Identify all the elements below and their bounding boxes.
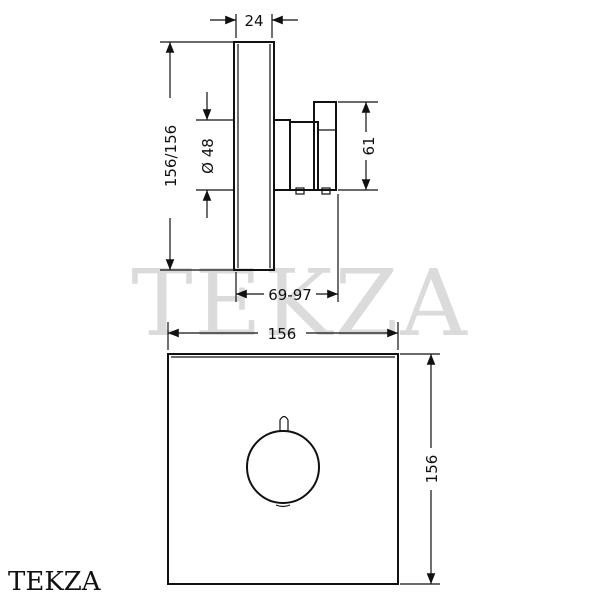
watermark-text: TEKZA [131,250,469,357]
dim-top-depth: 24 [244,12,263,30]
dim-side-height: 156/156 [162,125,180,187]
dim-handle-height: 61 [360,136,378,155]
dim-front-height: 156 [423,455,441,484]
side-view: 24 156/156 Ø 48 61 69-97 [160,12,378,304]
front-view: 156 156 [167,322,441,585]
dim-front-width: 156 [268,325,297,343]
dim-diameter: Ø 48 [199,138,217,174]
side-body [274,119,291,191]
side-plate [233,41,275,271]
dim-depth-range: 69-97 [268,286,312,304]
front-knob [246,430,320,504]
side-handle [313,101,337,191]
front-plate [167,353,399,585]
brand-logo: TEKZA [8,567,102,597]
